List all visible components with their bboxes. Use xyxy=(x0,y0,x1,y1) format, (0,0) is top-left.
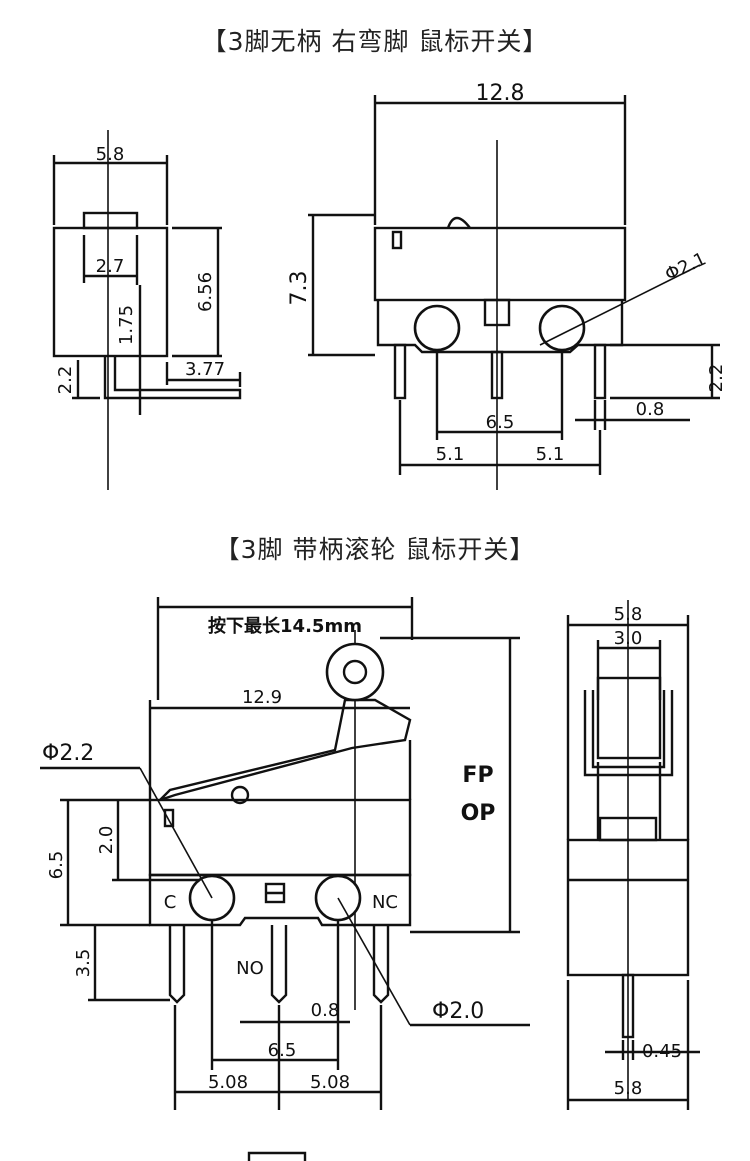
dim-pin-length: 2.2 xyxy=(706,364,727,393)
d1-side-view: 5.8 2.7 1.75 6.56 2.2 3.77 xyxy=(52,130,242,490)
dim-width-top: 5.8 xyxy=(614,604,643,625)
dim-pitch-right: 5.1 xyxy=(536,444,565,465)
dim-pin-width: 0.45 xyxy=(642,1041,682,1062)
d2-side-view: 5.8 3.0 0.45 5.8 xyxy=(566,600,700,1110)
dim-width: 12.8 xyxy=(476,81,525,106)
dim-pin-length: 2.2 xyxy=(55,366,76,395)
dim-pin-length: 3.5 xyxy=(73,949,94,978)
dim-pin-width: 0.8 xyxy=(636,399,665,420)
dim-height: 6.56 xyxy=(195,272,216,312)
dim-pin-width: 0.8 xyxy=(311,1000,340,1021)
pin-label-nc: NC xyxy=(372,892,398,913)
dim-hole-right: Φ2.0 xyxy=(432,999,484,1024)
dim-pitch-left: 5.08 xyxy=(208,1072,248,1093)
dim-height: 7.3 xyxy=(287,271,312,306)
dim-height: 6.5 xyxy=(46,851,67,880)
dim-width: 12.9 xyxy=(242,687,282,708)
title-no-lever: 【3脚无柄 右弯脚 鼠标开关】 xyxy=(201,27,549,56)
dim-max-press: 按下最长14.5mm xyxy=(208,615,362,637)
next-diagram-edge xyxy=(247,1151,307,1161)
dim-pitch-right: 5.08 xyxy=(310,1072,350,1093)
dim-hole-left: Φ2.2 xyxy=(42,741,94,766)
dim-tab: 2.7 xyxy=(96,256,125,277)
dim-width-bottom: 5.8 xyxy=(614,1078,643,1099)
dim-hole-pitch: 6.5 xyxy=(268,1040,297,1061)
dim-hole-pitch: 6.5 xyxy=(486,412,515,433)
title-roller-lever: 【3脚 带柄滚轮 鼠标开关】 xyxy=(214,535,536,564)
d2-front-view: 按下最长14.5mm 12.9 Φ2.2 FP OP 6.5 2.0 3.5 C… xyxy=(40,597,530,1110)
pin-label-c: C xyxy=(164,892,177,913)
dim-actuator: 3.0 xyxy=(614,628,643,649)
d1-front-view: 12.8 7.3 Φ2.1 2.2 0.8 6.5 5.1 5.1 xyxy=(287,81,727,490)
dim-hole-height: 2.0 xyxy=(96,826,117,855)
dim-width: 5.8 xyxy=(96,144,125,165)
dim-pitch-left: 5.1 xyxy=(436,444,465,465)
label-op: OP xyxy=(461,801,496,826)
dim-bend: 3.77 xyxy=(185,359,225,380)
dim-hole: Φ2.1 xyxy=(662,248,710,285)
label-fp: FP xyxy=(462,763,493,788)
dim-offset: 1.75 xyxy=(116,305,137,345)
pin-label-no: NO xyxy=(236,958,264,979)
